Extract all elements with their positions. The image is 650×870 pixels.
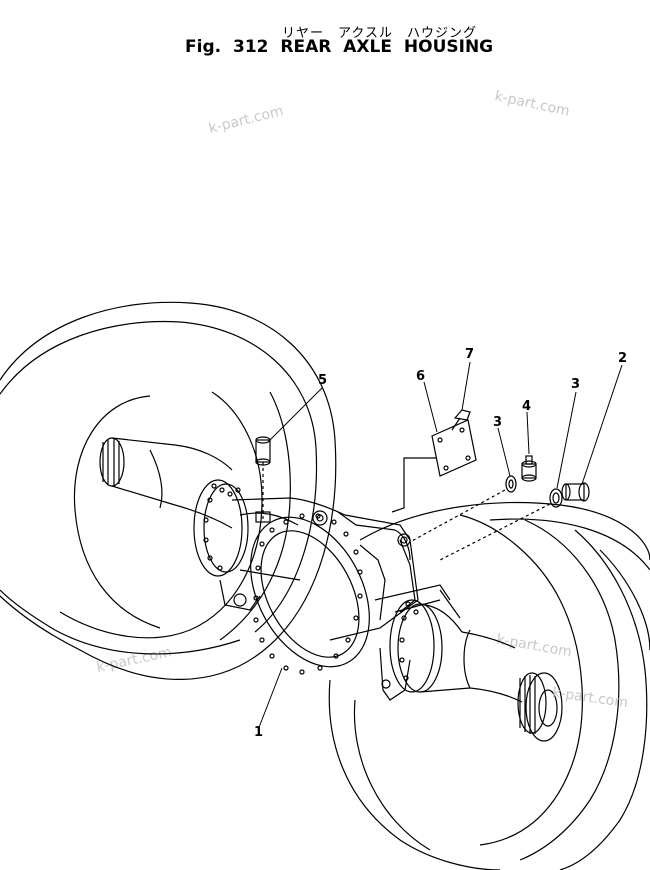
callout-6: 6: [416, 369, 425, 384]
center-housing: [289, 497, 451, 701]
callout-1: 1: [254, 725, 263, 740]
callout-labels: 1 2 3 3 4 5 6 7: [254, 347, 627, 740]
o-ring-part: [409, 475, 517, 543]
drain-plug-part: [439, 482, 590, 561]
figure-title: Fig. 312 REAR AXLE HOUSING: [185, 37, 494, 57]
bolt-part: [451, 409, 471, 431]
callout-2: 2: [618, 351, 627, 366]
callout-3: 3: [493, 415, 502, 430]
callout-7: 7: [465, 347, 474, 362]
housing-flange: [250, 513, 370, 675]
callout-4: 4: [522, 399, 531, 414]
breather-part: [255, 436, 271, 523]
leader-lines: [257, 361, 623, 731]
right-axle-shaft: [461, 629, 563, 742]
left-tire: [0, 301, 337, 680]
callout-5: 5: [318, 373, 327, 388]
left-axle-shaft: [99, 437, 233, 529]
o-ring-part: [549, 488, 563, 508]
figure-title-japanese: リヤー アクスル ハウジング: [282, 26, 477, 41]
right-tire: [328, 501, 650, 870]
callout-3-second: 3: [571, 377, 580, 392]
right-hub: [389, 589, 471, 693]
plug-part: [521, 455, 537, 482]
cover-plate-part: [391, 419, 477, 513]
